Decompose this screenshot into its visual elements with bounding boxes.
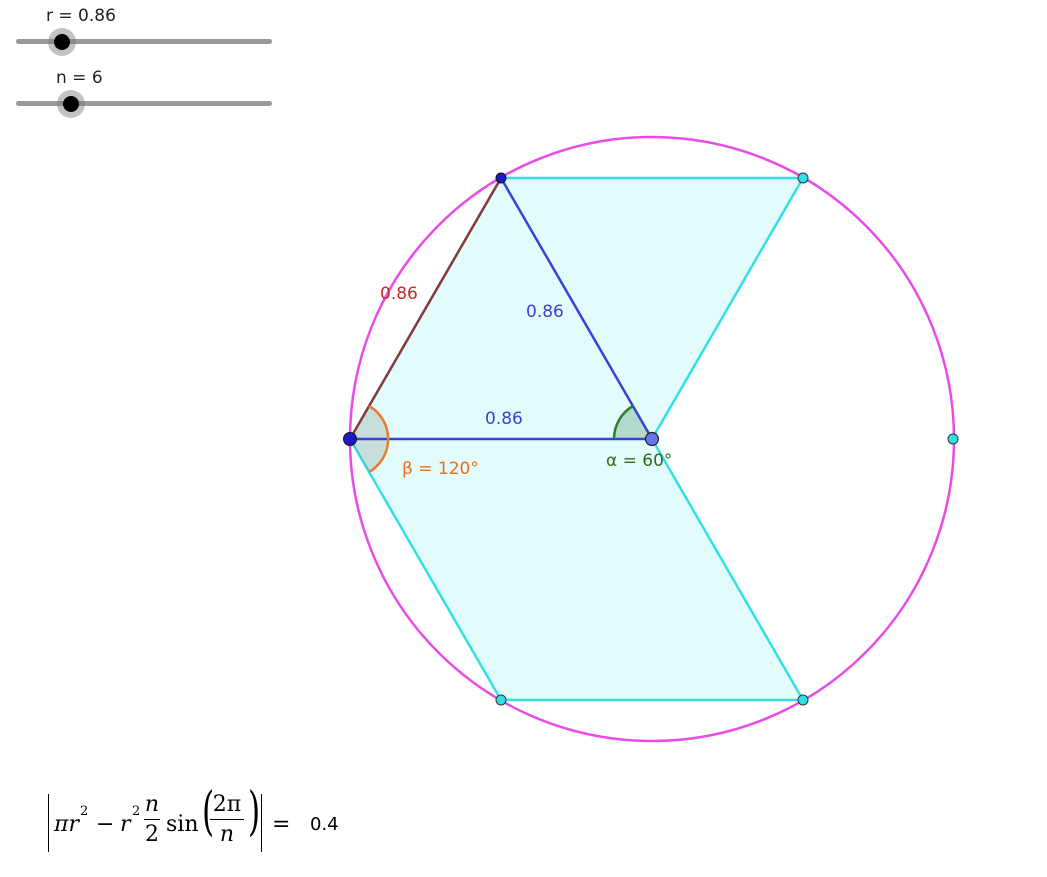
vertex-point-left[interactable] <box>343 432 357 446</box>
vertex-point[interactable] <box>797 694 809 706</box>
beta-angle-arc <box>368 404 390 474</box>
formula-equals: = <box>272 812 291 837</box>
slider-n-label: n = 6 <box>56 68 103 88</box>
slider-n-knob[interactable] <box>57 90 85 118</box>
alpha-angle-arc <box>612 404 634 440</box>
side-slant-label: 0.86 <box>526 302 564 322</box>
paren-left: ( <box>202 782 215 842</box>
vertex-point[interactable] <box>947 433 959 445</box>
formula-exponent: 2 <box>80 804 89 819</box>
fraction-denominator-n: n <box>219 822 235 847</box>
formula-result: 0.4 <box>310 814 339 835</box>
alpha-label: α = 60° <box>606 451 672 471</box>
side-left-label: 0.86 <box>380 284 418 304</box>
formula-minus: − <box>96 812 115 837</box>
fraction-bar <box>144 819 160 820</box>
vertex-point[interactable] <box>495 694 507 706</box>
slider-r[interactable]: r = 0.86 <box>16 6 272 56</box>
formula-r: r <box>120 812 131 837</box>
slider-n[interactable]: n = 6 <box>16 68 272 118</box>
fraction-denominator: 2 <box>145 822 159 847</box>
slider-r-label: r = 0.86 <box>46 6 116 26</box>
formula-sin: sin <box>166 812 199 837</box>
slider-r-knob[interactable] <box>48 28 76 56</box>
fraction-numerator: n <box>144 792 160 817</box>
abs-bar-left <box>48 794 49 852</box>
beta-label: β = 120° <box>402 459 479 479</box>
triangle-side-slant <box>499 177 654 440</box>
vertex-point[interactable] <box>797 172 809 184</box>
fraction-bar-2 <box>210 819 244 820</box>
triangle-side-left <box>348 177 503 440</box>
abs-bar-right <box>261 794 262 852</box>
formula-pi-r: πr <box>54 812 79 837</box>
fraction-2pi-over-n: 2π n <box>210 792 244 847</box>
slider-r-track[interactable] <box>16 39 272 44</box>
fraction-n-over-2: n 2 <box>144 792 160 847</box>
slider-n-track[interactable] <box>16 101 272 106</box>
formula-exponent-2: 2 <box>132 804 141 819</box>
vertex-point-top[interactable] <box>495 172 507 184</box>
fraction-numerator-2pi: 2π <box>212 792 242 817</box>
center-point[interactable] <box>644 431 660 447</box>
paren-right: ) <box>248 782 261 842</box>
side-base-label: 0.86 <box>485 409 523 429</box>
